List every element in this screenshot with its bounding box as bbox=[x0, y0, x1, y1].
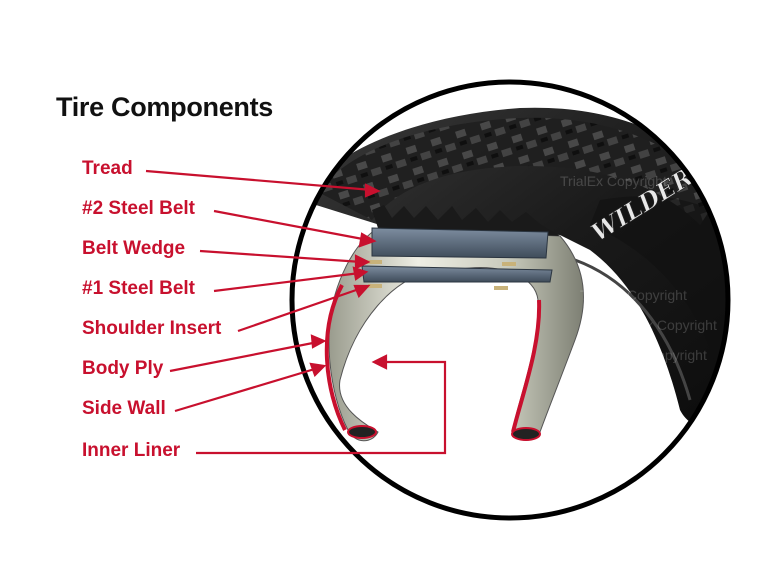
leader-body-ply bbox=[169, 340, 319, 373]
arrowhead-steel-belt-1 bbox=[352, 266, 369, 281]
leader-inner-liner bbox=[196, 360, 447, 455]
leader-side-wall bbox=[174, 366, 319, 413]
sidewall-ring bbox=[574, 258, 692, 401]
label-inner-liner: Inner Liner bbox=[82, 440, 181, 461]
label-steel-belt-1: #1 Steel Belt bbox=[82, 278, 195, 299]
sidewall-shade bbox=[590, 196, 728, 380]
arrowhead-inner-liner bbox=[371, 354, 388, 370]
inner-liner-edge-right bbox=[511, 299, 542, 433]
leader-steel-belt-2 bbox=[213, 209, 369, 242]
leader-shoulder-insert bbox=[237, 286, 363, 333]
tread-cut-profile bbox=[372, 205, 560, 236]
bead-right bbox=[511, 427, 541, 441]
steel-belt-2-layer bbox=[371, 227, 549, 259]
leader-tread bbox=[145, 169, 373, 192]
label-body-ply: Body Ply bbox=[82, 358, 164, 379]
svg-text:TrialEx Copyright: TrialEx Copyright bbox=[560, 173, 667, 189]
diagram-title: Tire Components bbox=[56, 92, 274, 122]
tread-band bbox=[318, 117, 720, 225]
steel-belt-1-layer bbox=[361, 265, 553, 283]
belt-wedge-left bbox=[366, 260, 382, 264]
svg-text:TrialEx Copyright: TrialEx Copyright bbox=[600, 347, 707, 363]
leader-lines bbox=[145, 169, 447, 455]
inner-liner-edge-left bbox=[324, 284, 347, 431]
arrowhead-shoulder-insert bbox=[353, 284, 371, 299]
leader-belt-wedge bbox=[199, 249, 363, 264]
belt-wedge-right bbox=[502, 262, 516, 266]
svg-text:TrialEx Copyright: TrialEx Copyright bbox=[580, 287, 687, 303]
shoulder-insert-right bbox=[494, 286, 508, 290]
label-tread: Tread bbox=[82, 158, 133, 179]
svg-text:TrialEx Copyright: TrialEx Copyright bbox=[610, 317, 717, 333]
bead-left bbox=[347, 425, 377, 439]
label-side-wall: Side Wall bbox=[82, 398, 166, 419]
label-belt-wedge: Belt Wedge bbox=[82, 238, 186, 259]
arrowhead-belt-wedge bbox=[354, 254, 371, 270]
arrowhead-side-wall bbox=[309, 362, 327, 377]
label-shoulder-insert: Shoulder Insert bbox=[82, 318, 222, 339]
arrowhead-body-ply bbox=[310, 334, 327, 349]
watermark: TrialEx Copyright TrialEx Copyright Tria… bbox=[470, 82, 717, 363]
arrowhead-steel-belt-2 bbox=[358, 232, 377, 248]
leader-steel-belt-1 bbox=[213, 271, 361, 293]
label-steel-belt-2: #2 Steel Belt bbox=[82, 198, 195, 219]
arrowhead-tread bbox=[364, 183, 381, 198]
shoulder-insert-left bbox=[368, 284, 382, 288]
frame-circle bbox=[289, 79, 731, 521]
